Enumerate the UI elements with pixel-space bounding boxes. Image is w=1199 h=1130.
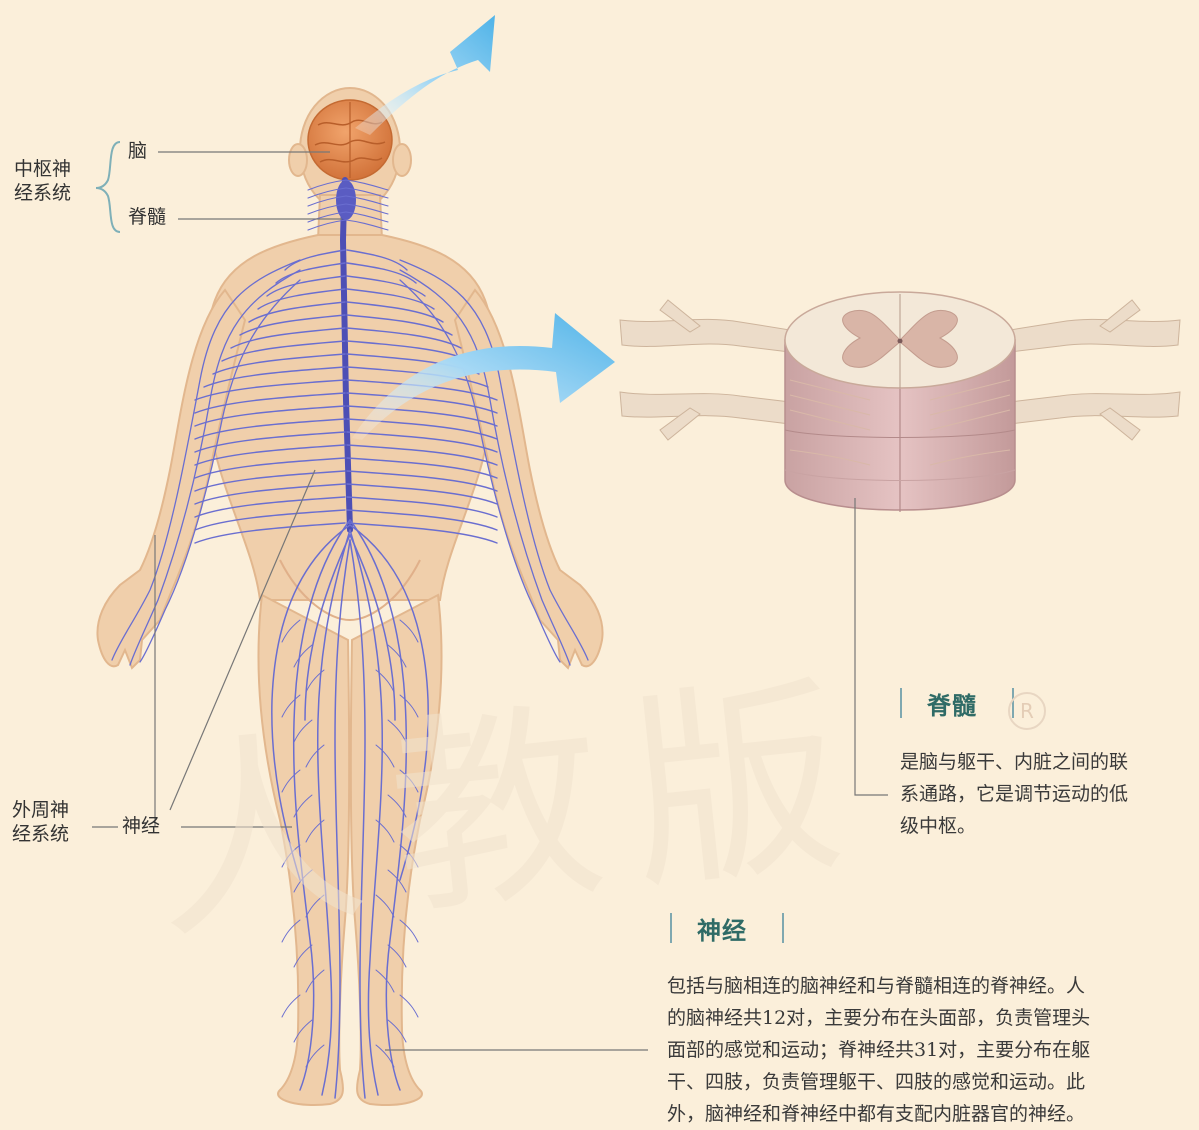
spinal-text-line: 级中枢。	[900, 810, 1128, 842]
spinal-cord-label: 脊髓	[128, 206, 166, 230]
pns-group-line-2: 经系统	[12, 823, 69, 847]
spinal-panel-text: 是脑与躯干、内脏之间的联 系通路，它是调节运动的低 级中枢。	[900, 746, 1128, 842]
nerve-text-line: 面部的感觉和运动；脊神经共31对，主要分布在躯	[667, 1034, 1090, 1066]
brain-callout-arrow	[355, 15, 495, 135]
brain-label: 脑	[128, 140, 147, 164]
brainstem	[336, 180, 356, 220]
nerve-text-line: 干、四肢，负责管理躯干、四肢的感觉和运动。此	[667, 1066, 1090, 1098]
spinal-panel-title: 脊髓	[927, 686, 977, 721]
nerve-panel-text: 包括与脑相连的脑神经和与脊髓相连的脊神经。人 的脑神经共12对，主要分布在头面部…	[667, 970, 1090, 1130]
nerve-text-line: 包括与脑相连的脑神经和与脊髓相连的脊神经。人	[667, 970, 1090, 1002]
registered-mark-icon: R	[1008, 692, 1046, 730]
spinal-title-bar-left	[900, 688, 902, 718]
nerve-panel-title: 神经	[697, 911, 747, 946]
nerve-label: 神经	[122, 815, 160, 839]
pns-group-line-1: 外周神	[12, 799, 69, 823]
cns-group-line-2: 经系统	[14, 182, 71, 206]
nerve-title-bar-left	[670, 913, 672, 943]
spinal-cord-section	[620, 292, 1180, 512]
nerve-text-line: 的脑神经共12对，主要分布在头面部，负责管理头	[667, 1002, 1090, 1034]
nerve-text-line: 外，脑神经和脊神经中都有支配内脏器官的神经。	[667, 1098, 1090, 1130]
pns-group-label: 外周神 经系统	[12, 799, 69, 847]
cns-brace	[96, 142, 120, 232]
spinal-text-line: 是脑与躯干、内脏之间的联	[900, 746, 1128, 778]
nerve-title-bar-right	[782, 913, 784, 943]
spinal-text-line: 系通路，它是调节运动的低	[900, 778, 1128, 810]
cns-group-line-1: 中枢神	[14, 158, 71, 182]
cns-group-label: 中枢神 经系统	[14, 158, 71, 206]
